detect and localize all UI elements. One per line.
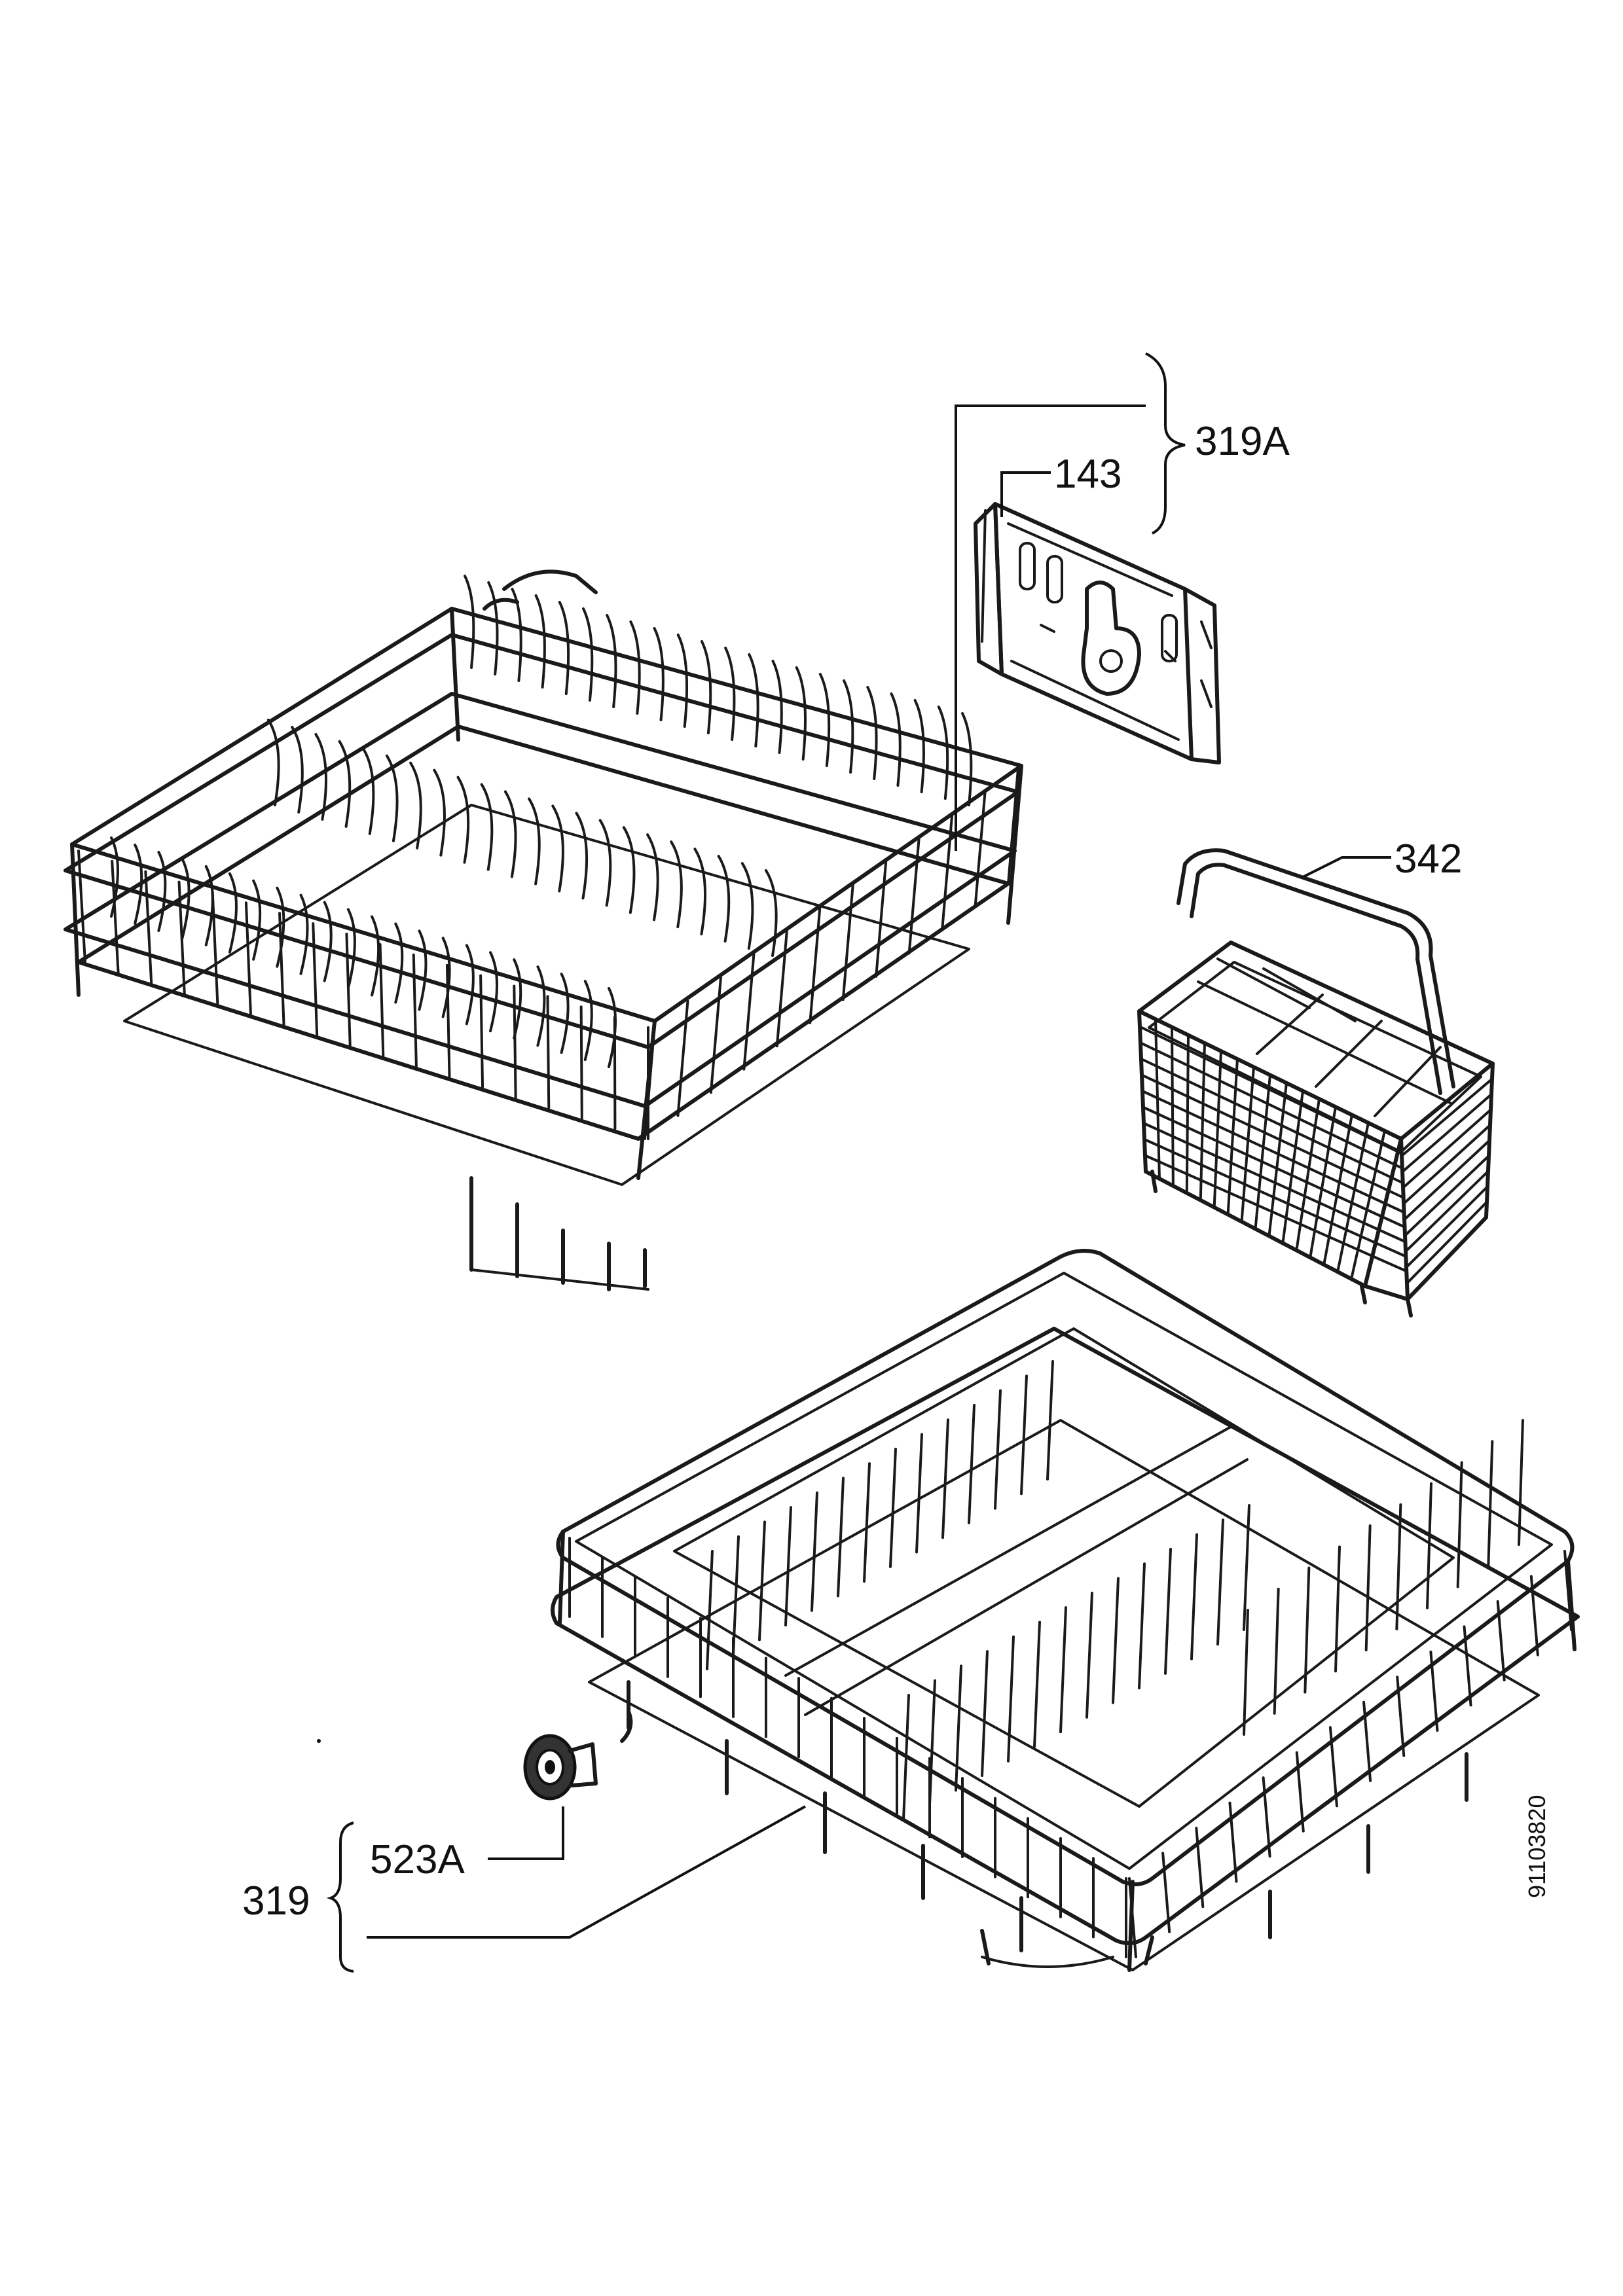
lower-rack-tines — [568, 1360, 1573, 1958]
callout-143: 143 — [1054, 452, 1122, 497]
lower-rack-drawing — [551, 1249, 1580, 1972]
upper-rack-tines — [77, 575, 1019, 1140]
leader-lines — [326, 352, 1391, 1973]
callout-523a: 523A — [370, 1837, 465, 1882]
adjuster-bracket-drawing — [974, 502, 1221, 764]
callout-319: 319 — [242, 1878, 310, 1924]
callout-342: 342 — [1395, 836, 1462, 882]
cutlery-basket-mesh — [1139, 1018, 1493, 1285]
rack-wheel-drawing — [523, 1710, 633, 1801]
callout-319a: 319A — [1195, 419, 1290, 464]
upper-rack-drawing — [64, 569, 1023, 1291]
callout-labels: 319A 143 342 523A 319 91103820 — [242, 419, 1550, 1924]
drawing-number: 91103820 — [1523, 1795, 1550, 1899]
